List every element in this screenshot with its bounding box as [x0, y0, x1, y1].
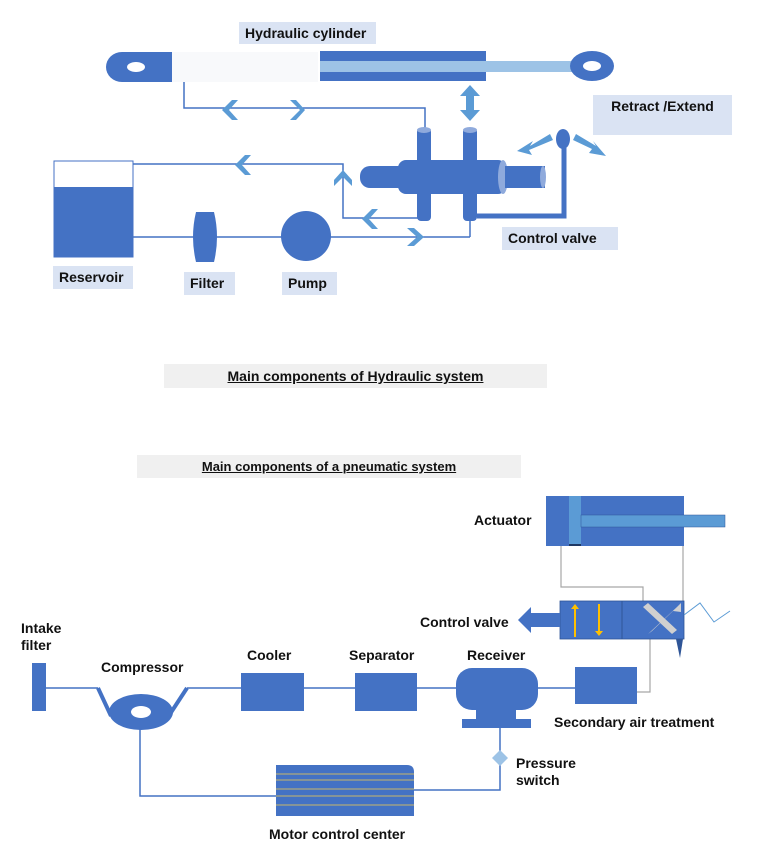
label-receiver: Receiver	[467, 647, 526, 663]
valve-lever	[477, 148, 567, 219]
spool-left-end	[360, 166, 410, 188]
compressor-inlet	[96, 687, 113, 717]
valve-port-left	[417, 128, 431, 221]
line-mcc-to-pressure-switch	[414, 728, 501, 791]
label-control-valve: Control valve	[502, 227, 618, 250]
spool-right-end	[505, 166, 545, 188]
hydraulic-cylinder	[106, 51, 614, 82]
label-intake-filter-line1: Intake	[21, 620, 62, 636]
label-pressure-switch-line2: switch	[516, 772, 560, 788]
hydraulic-title: Main components of Hydraulic system	[164, 364, 547, 388]
chevron-left-icon	[222, 100, 238, 120]
cooler	[241, 673, 304, 711]
reservoir	[53, 160, 134, 258]
line-valve-to-treatment	[637, 636, 651, 693]
pump	[281, 211, 331, 261]
spool-right-face	[540, 166, 546, 188]
label-retract-extend: Retract /Extend	[593, 95, 732, 135]
arrow-extend-icon	[573, 134, 606, 156]
label-filter: Filter	[184, 272, 235, 295]
label-pneumatic-control-valve: Control valve	[420, 614, 509, 630]
valve-port-right	[463, 128, 477, 221]
receiver-neck	[476, 709, 516, 719]
secondary-air-treatment	[575, 667, 637, 704]
label-intake-filter-line2: filter	[21, 637, 52, 653]
hydraulic-title-text: Main components of Hydraulic system	[227, 368, 484, 384]
pneumatic-actuator	[546, 496, 726, 546]
reservoir-fluid	[54, 187, 133, 257]
valve-port-right-top	[463, 127, 477, 133]
arrow-up-yellow-icon	[571, 604, 579, 637]
valve-exhaust	[676, 639, 683, 658]
double-arrow-vertical-icon	[460, 85, 480, 121]
label-pump: Pump	[282, 272, 337, 295]
actuator-piston	[569, 496, 581, 546]
label-reservoir: Reservoir	[53, 266, 133, 289]
line-cylinder-to-valve	[183, 82, 426, 128]
actuator-rod	[580, 514, 726, 528]
compressor-eye	[131, 706, 151, 718]
separator	[355, 673, 417, 711]
compressor-outlet	[168, 686, 189, 716]
pneumatic-title-text: Main components of a pneumatic system	[201, 459, 457, 474]
compressor	[96, 686, 189, 730]
line-actuator-left	[560, 546, 644, 602]
spool-body	[398, 160, 506, 194]
valve-spring-icon	[683, 602, 731, 623]
chevron-left-icon	[362, 209, 378, 229]
exhaust-arrow-icon	[518, 607, 560, 633]
chevron-up-icon	[334, 170, 352, 186]
pressure-switch-icon	[492, 750, 508, 766]
arrow-retract-icon	[517, 134, 553, 155]
label-pressure-switch-line1: Pressure	[516, 755, 576, 771]
receiver-base	[462, 719, 531, 728]
flow-chevrons	[222, 100, 424, 246]
label-compressor: Compressor	[101, 659, 184, 675]
filter	[193, 212, 217, 262]
label-actuator: Actuator	[474, 512, 532, 528]
cylinder-rod	[320, 61, 592, 72]
label-cooler: Cooler	[247, 647, 292, 663]
pneumatic-air-lines	[46, 687, 575, 797]
hydraulic-control-valve	[360, 127, 606, 221]
motor-control-center	[276, 765, 414, 816]
valve-lever-knob[interactable]	[556, 129, 570, 149]
label-secondary-air-treatment: Secondary air treatment	[554, 714, 715, 730]
arrow-down-yellow-icon	[595, 604, 603, 636]
label-motor-control-center: Motor control center	[269, 826, 406, 842]
chevron-right-icon	[290, 100, 305, 120]
mcc-stripes	[276, 773, 414, 806]
cylinder-rod-eye	[583, 61, 601, 71]
chevron-left-icon	[235, 155, 251, 175]
label-hydraulic-cylinder: Hydraulic cylinder	[239, 22, 376, 44]
label-separator: Separator	[349, 647, 415, 663]
pneumatic-control-valve	[518, 600, 731, 658]
chevron-right-icon	[407, 228, 424, 246]
pneumatic-title: Main components of a pneumatic system	[137, 455, 521, 478]
valve-port-left-top	[417, 127, 431, 133]
cylinder-rear-eye	[127, 62, 145, 72]
receiver-tank	[456, 668, 538, 710]
line-compressor-to-mcc	[139, 725, 276, 797]
actuator-piston-shadow	[569, 544, 581, 546]
intake-filter	[32, 663, 46, 711]
pneumatic-pilot-lines	[560, 546, 684, 693]
mcc-body	[276, 765, 414, 816]
cylinder-barrel-empty	[172, 52, 318, 82]
receiver	[456, 668, 538, 728]
cross-path-a	[643, 603, 677, 634]
